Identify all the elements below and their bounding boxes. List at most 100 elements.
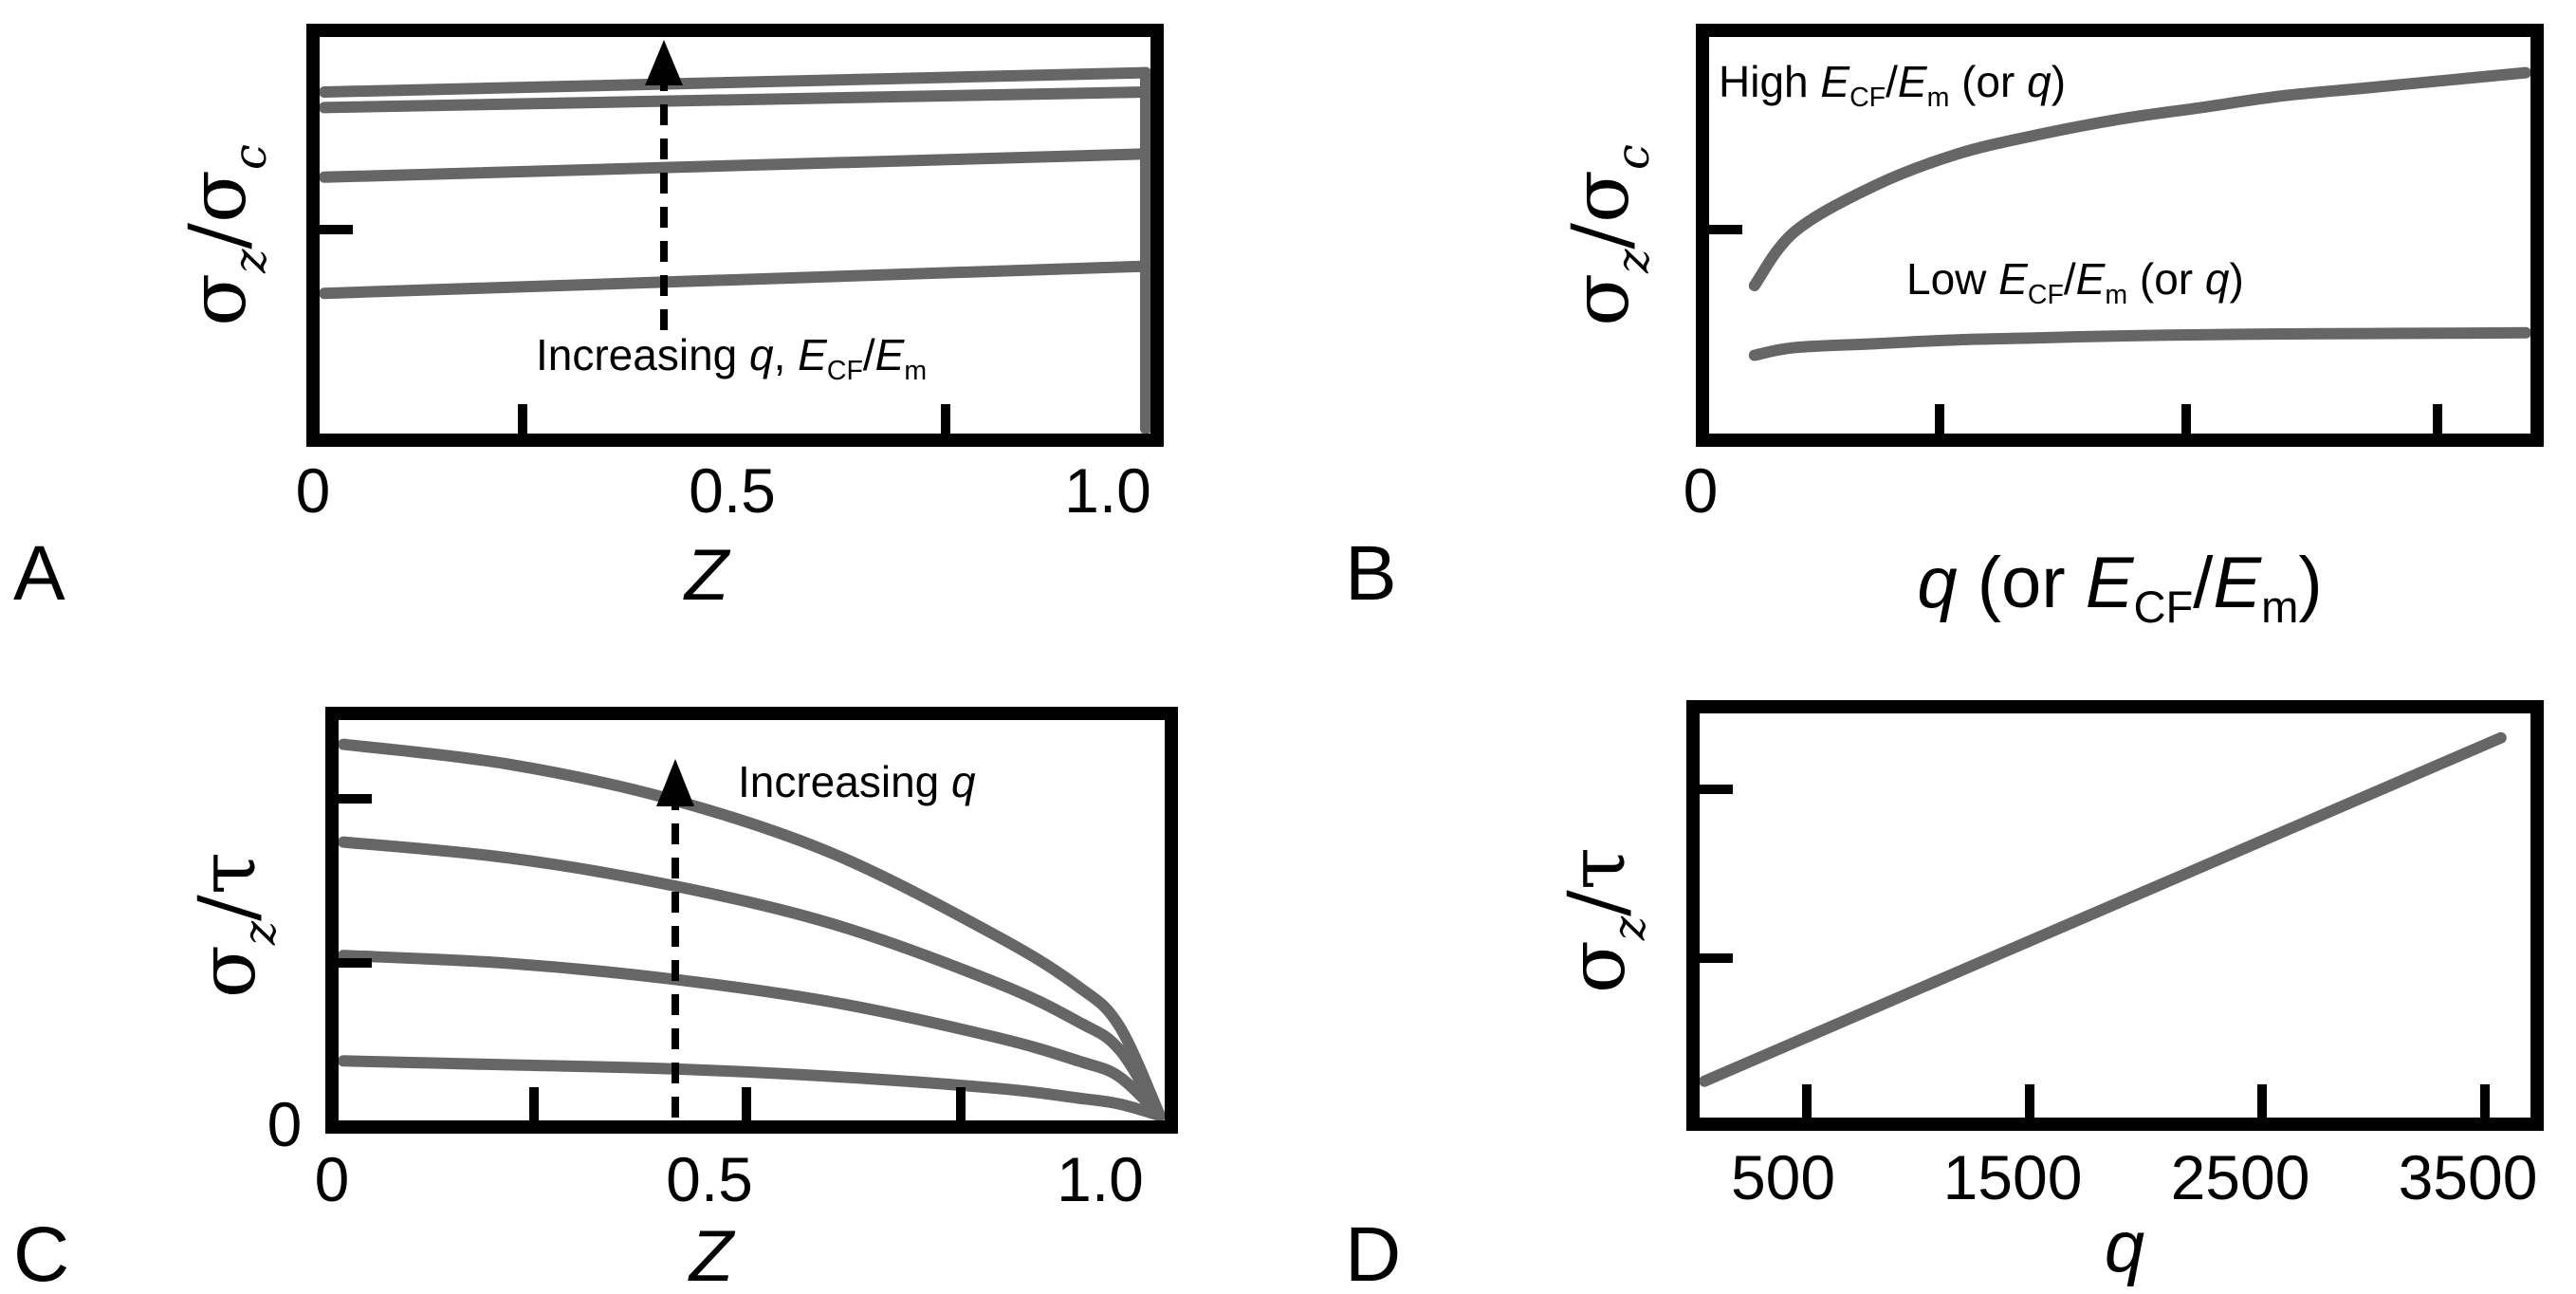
panel-label-b: B xyxy=(1345,530,1397,617)
low-or: (or xyxy=(2127,254,2205,304)
panel-d-xlabel: q xyxy=(2105,1207,2144,1287)
panel-c-xticklabel-2: 1.0 xyxy=(1057,1144,1144,1214)
panel-b-ylabel-text: σz/σc xyxy=(1556,144,1660,326)
panel-c: Increasing q 0 0 0.5 1.0 Z σz/τ C xyxy=(13,707,1178,1294)
panel-b-series-2-line xyxy=(1748,326,2531,361)
panel-label-d: D xyxy=(1345,1211,1401,1294)
panel-a-ylabel: σz/σc xyxy=(174,144,277,326)
panel-a-series-3-line xyxy=(319,86,1151,114)
panel-c-series-2-line xyxy=(338,950,1166,1121)
panel-a-axes-frame xyxy=(306,24,1164,447)
panel-a-annotation-q: q xyxy=(749,330,774,379)
ylab-a-sigma: σ xyxy=(174,273,264,326)
low-close: ) xyxy=(2229,254,2243,304)
panel-c-xlabel: Z xyxy=(688,1216,736,1294)
panel-c-yticklabel-0: 0 xyxy=(267,1089,303,1159)
panel-a: Increasing q, ECF/Em 0 0.5 1.0 Z σz/σc A xyxy=(13,24,1164,617)
panel-c-annotation: Increasing q xyxy=(738,757,976,806)
panel-c-series-3-line xyxy=(338,836,1166,1121)
panel-c-series-4-line xyxy=(338,738,1166,1121)
panel-a-curves xyxy=(319,66,1151,434)
ylab-b-sigma: σ xyxy=(1556,273,1647,326)
bx-m: m xyxy=(2261,582,2298,632)
panel-c-ylabel-text: σz/τ xyxy=(183,852,286,998)
ylab-b-slash: /σ xyxy=(1556,170,1647,250)
ylab-d-slash: /τ xyxy=(1553,847,1643,916)
ylab-b-c: c xyxy=(1607,144,1660,170)
panel-d-xticklabel-2: 2500 xyxy=(2171,1142,2310,1212)
panel-a-annotation-m: m xyxy=(904,356,927,386)
panel-d-series-1-line xyxy=(1699,731,2507,1087)
panel-d-ylabel: σz/τ xyxy=(1553,847,1656,993)
panel-b-axes-frame xyxy=(1696,24,2544,447)
panel-b-xlabel: q (or ECF/Em) xyxy=(1917,543,2322,632)
panel-a-annotation-comma: , xyxy=(774,330,799,379)
panel-c-ylabel: σz/τ xyxy=(183,852,286,998)
panel-a-xticklabel-0: 0 xyxy=(296,455,331,526)
panel-a-xlabel: Z xyxy=(683,535,731,616)
panel-c-xticklabel-1: 0.5 xyxy=(666,1144,753,1214)
panel-b-curves xyxy=(1748,66,2531,361)
ylab-d-sigma: σ xyxy=(1553,940,1643,993)
panel-a-annotation: Increasing q, ECF/Em xyxy=(536,330,927,386)
low-q: q xyxy=(2205,254,2230,304)
panel-c-arrow-head xyxy=(656,759,694,806)
high-cf: CF xyxy=(1849,83,1886,113)
panel-a-series-2-line xyxy=(319,148,1151,183)
panel-d: 500 1500 2500 3500 q σz/τ D xyxy=(1345,700,2544,1294)
panel-b-ylabel: σz/σc xyxy=(1556,144,1660,326)
panel-b-series-1-line xyxy=(1748,66,2531,291)
panel-a-annotation-slash: / xyxy=(863,330,875,379)
panel-label-c: C xyxy=(13,1211,69,1294)
bx-e2: E xyxy=(2213,543,2262,623)
panel-d-ylabel-text: σz/τ xyxy=(1553,847,1656,993)
panel-c-axes-frame xyxy=(325,707,1178,1134)
ylab-a-slash: /σ xyxy=(174,170,264,250)
bx-slash: / xyxy=(2193,543,2214,623)
panel-b: High ECF/Em (or q) Low ECF/Em (or q) 0 q… xyxy=(1345,24,2544,632)
c-annot-text: Increasing xyxy=(738,757,951,806)
ylab-c-sigma: σ xyxy=(183,945,273,998)
panel-a-annotation-text-1: Increasing xyxy=(536,330,749,379)
panel-c-curves xyxy=(338,738,1166,1121)
bx-or: (or xyxy=(1958,543,2086,623)
panel-a-xticklabel-1: 0.5 xyxy=(689,455,776,526)
bx-cf: CF xyxy=(2133,582,2193,632)
panel-a-annotation-e1: E xyxy=(798,330,828,379)
panel-d-xticklabel-3: 3500 xyxy=(2399,1142,2538,1212)
panel-a-ylabel-text: σz/σc xyxy=(174,144,277,326)
low-text-1: Low xyxy=(1906,254,1998,304)
ylab-c-slash: /τ xyxy=(183,852,273,921)
ylab-b-z: z xyxy=(1607,249,1660,274)
bx-close: ) xyxy=(2298,543,2322,623)
panel-d-curves xyxy=(1699,731,2507,1087)
panel-a-arrow-head xyxy=(645,40,683,85)
low-e2: E xyxy=(2076,254,2107,304)
panel-b-xticklabel-0: 0 xyxy=(1684,455,1719,526)
high-q: q xyxy=(2027,57,2052,106)
panel-d-axes-frame xyxy=(1686,700,2544,1131)
panel-label-a: A xyxy=(13,530,65,617)
high-close: ) xyxy=(2052,57,2066,106)
ylab-a-z: z xyxy=(224,249,277,274)
low-cf: CF xyxy=(2028,280,2064,310)
low-slash: / xyxy=(2064,254,2076,304)
low-e1: E xyxy=(1998,254,2029,304)
ylab-a-c: c xyxy=(224,144,277,170)
panel-a-series-4-line xyxy=(319,66,1151,98)
panel-d-xticklabel-1: 1500 xyxy=(1943,1142,2083,1212)
panel-c-series-1-line xyxy=(338,1055,1166,1121)
c-annot-q: q xyxy=(951,757,976,806)
high-slash: / xyxy=(1886,57,1898,106)
panel-b-label-high: High ECF/Em (or q) xyxy=(1719,57,2066,113)
high-or: (or xyxy=(1949,57,2027,106)
high-text-1: High xyxy=(1719,57,1820,106)
panel-a-xticklabel-2: 1.0 xyxy=(1064,455,1151,526)
panel-d-xticklabel-0: 500 xyxy=(1731,1142,1835,1212)
panel-b-label-low: Low ECF/Em (or q) xyxy=(1906,254,2244,310)
panel-a-annotation-e2: E xyxy=(875,330,906,379)
panel-a-series-1-line xyxy=(319,260,1151,300)
ylab-c-z: z xyxy=(233,920,286,946)
ylab-d-z: z xyxy=(1603,915,1656,941)
